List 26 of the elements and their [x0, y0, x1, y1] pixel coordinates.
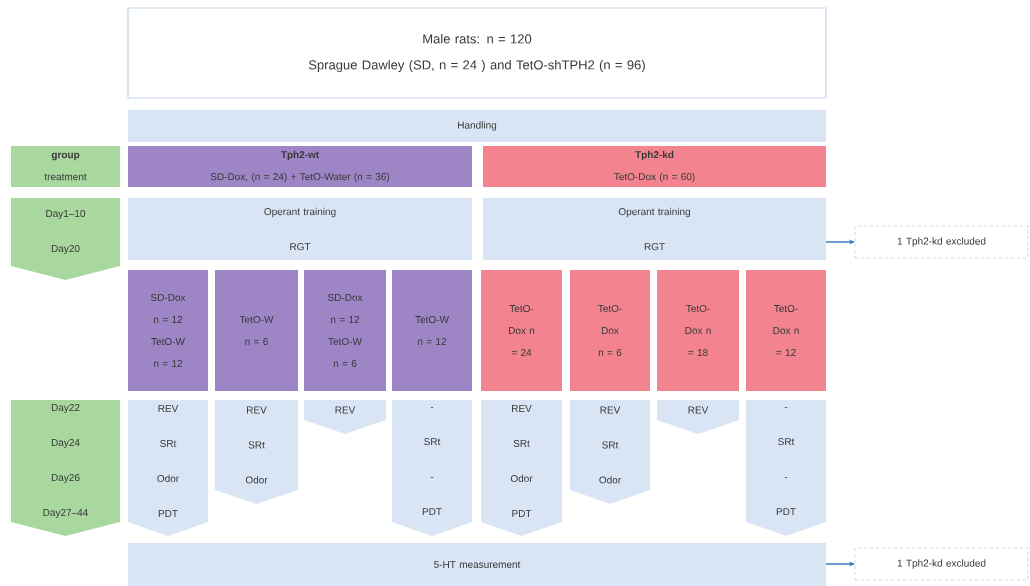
test-column: REV SRt Odor PDT: [481, 400, 562, 536]
stage-bar: Handling: [128, 110, 826, 142]
subgroup-box: TetO-W n = 6: [215, 270, 298, 391]
test-column: - SRt - PDT: [392, 400, 472, 536]
row-header: group treatment: [11, 146, 120, 187]
subgroup-box: TetO-W n = 12: [392, 270, 472, 391]
subgroup-box: TetO-Dox n = 18: [657, 270, 739, 391]
test-column: REV SRt Odor: [570, 400, 650, 504]
test-column: - SRt - PDT: [746, 400, 826, 536]
title-box: Male rats: n = 120 Sprague Dawley (SD, n = 24 ) and TetO-shTPH2 (n = 96): [127, 7, 827, 99]
subgroup-box: SD-Dox n = 12 TetO-W n = 12: [128, 270, 208, 391]
subgroup-box: TetO-Dox n = 12: [746, 270, 826, 391]
test-column: REV: [304, 400, 386, 434]
subgroup-box: TetO-Dox n = 6: [570, 270, 650, 391]
group-header: Tph2-kd TetO-Dox (n = 60): [483, 146, 826, 187]
test-column: REV SRt Odor: [215, 400, 298, 504]
exclusion-box: 1 Tph2-kd excluded: [854, 225, 1029, 259]
group-header: Tph2-wt SD-Dox, (n = 24) + TetO-Water (n = 36): [128, 146, 472, 187]
stage-bar: Operant training RGT: [128, 198, 472, 260]
test-column: REV SRt Odor PDT: [128, 400, 208, 536]
subgroup-box: TetO-Dox n = 24: [481, 270, 562, 391]
subgroup-box: SD-Dox n = 12 TetO-W n = 6: [304, 270, 386, 391]
exclusion-box: 1 Tph2-kd excluded: [854, 547, 1029, 581]
stage-bar: 5-HT measurement: [128, 543, 826, 586]
stage-bar: Operant training RGT: [483, 198, 826, 260]
test-column: REV: [657, 400, 739, 434]
